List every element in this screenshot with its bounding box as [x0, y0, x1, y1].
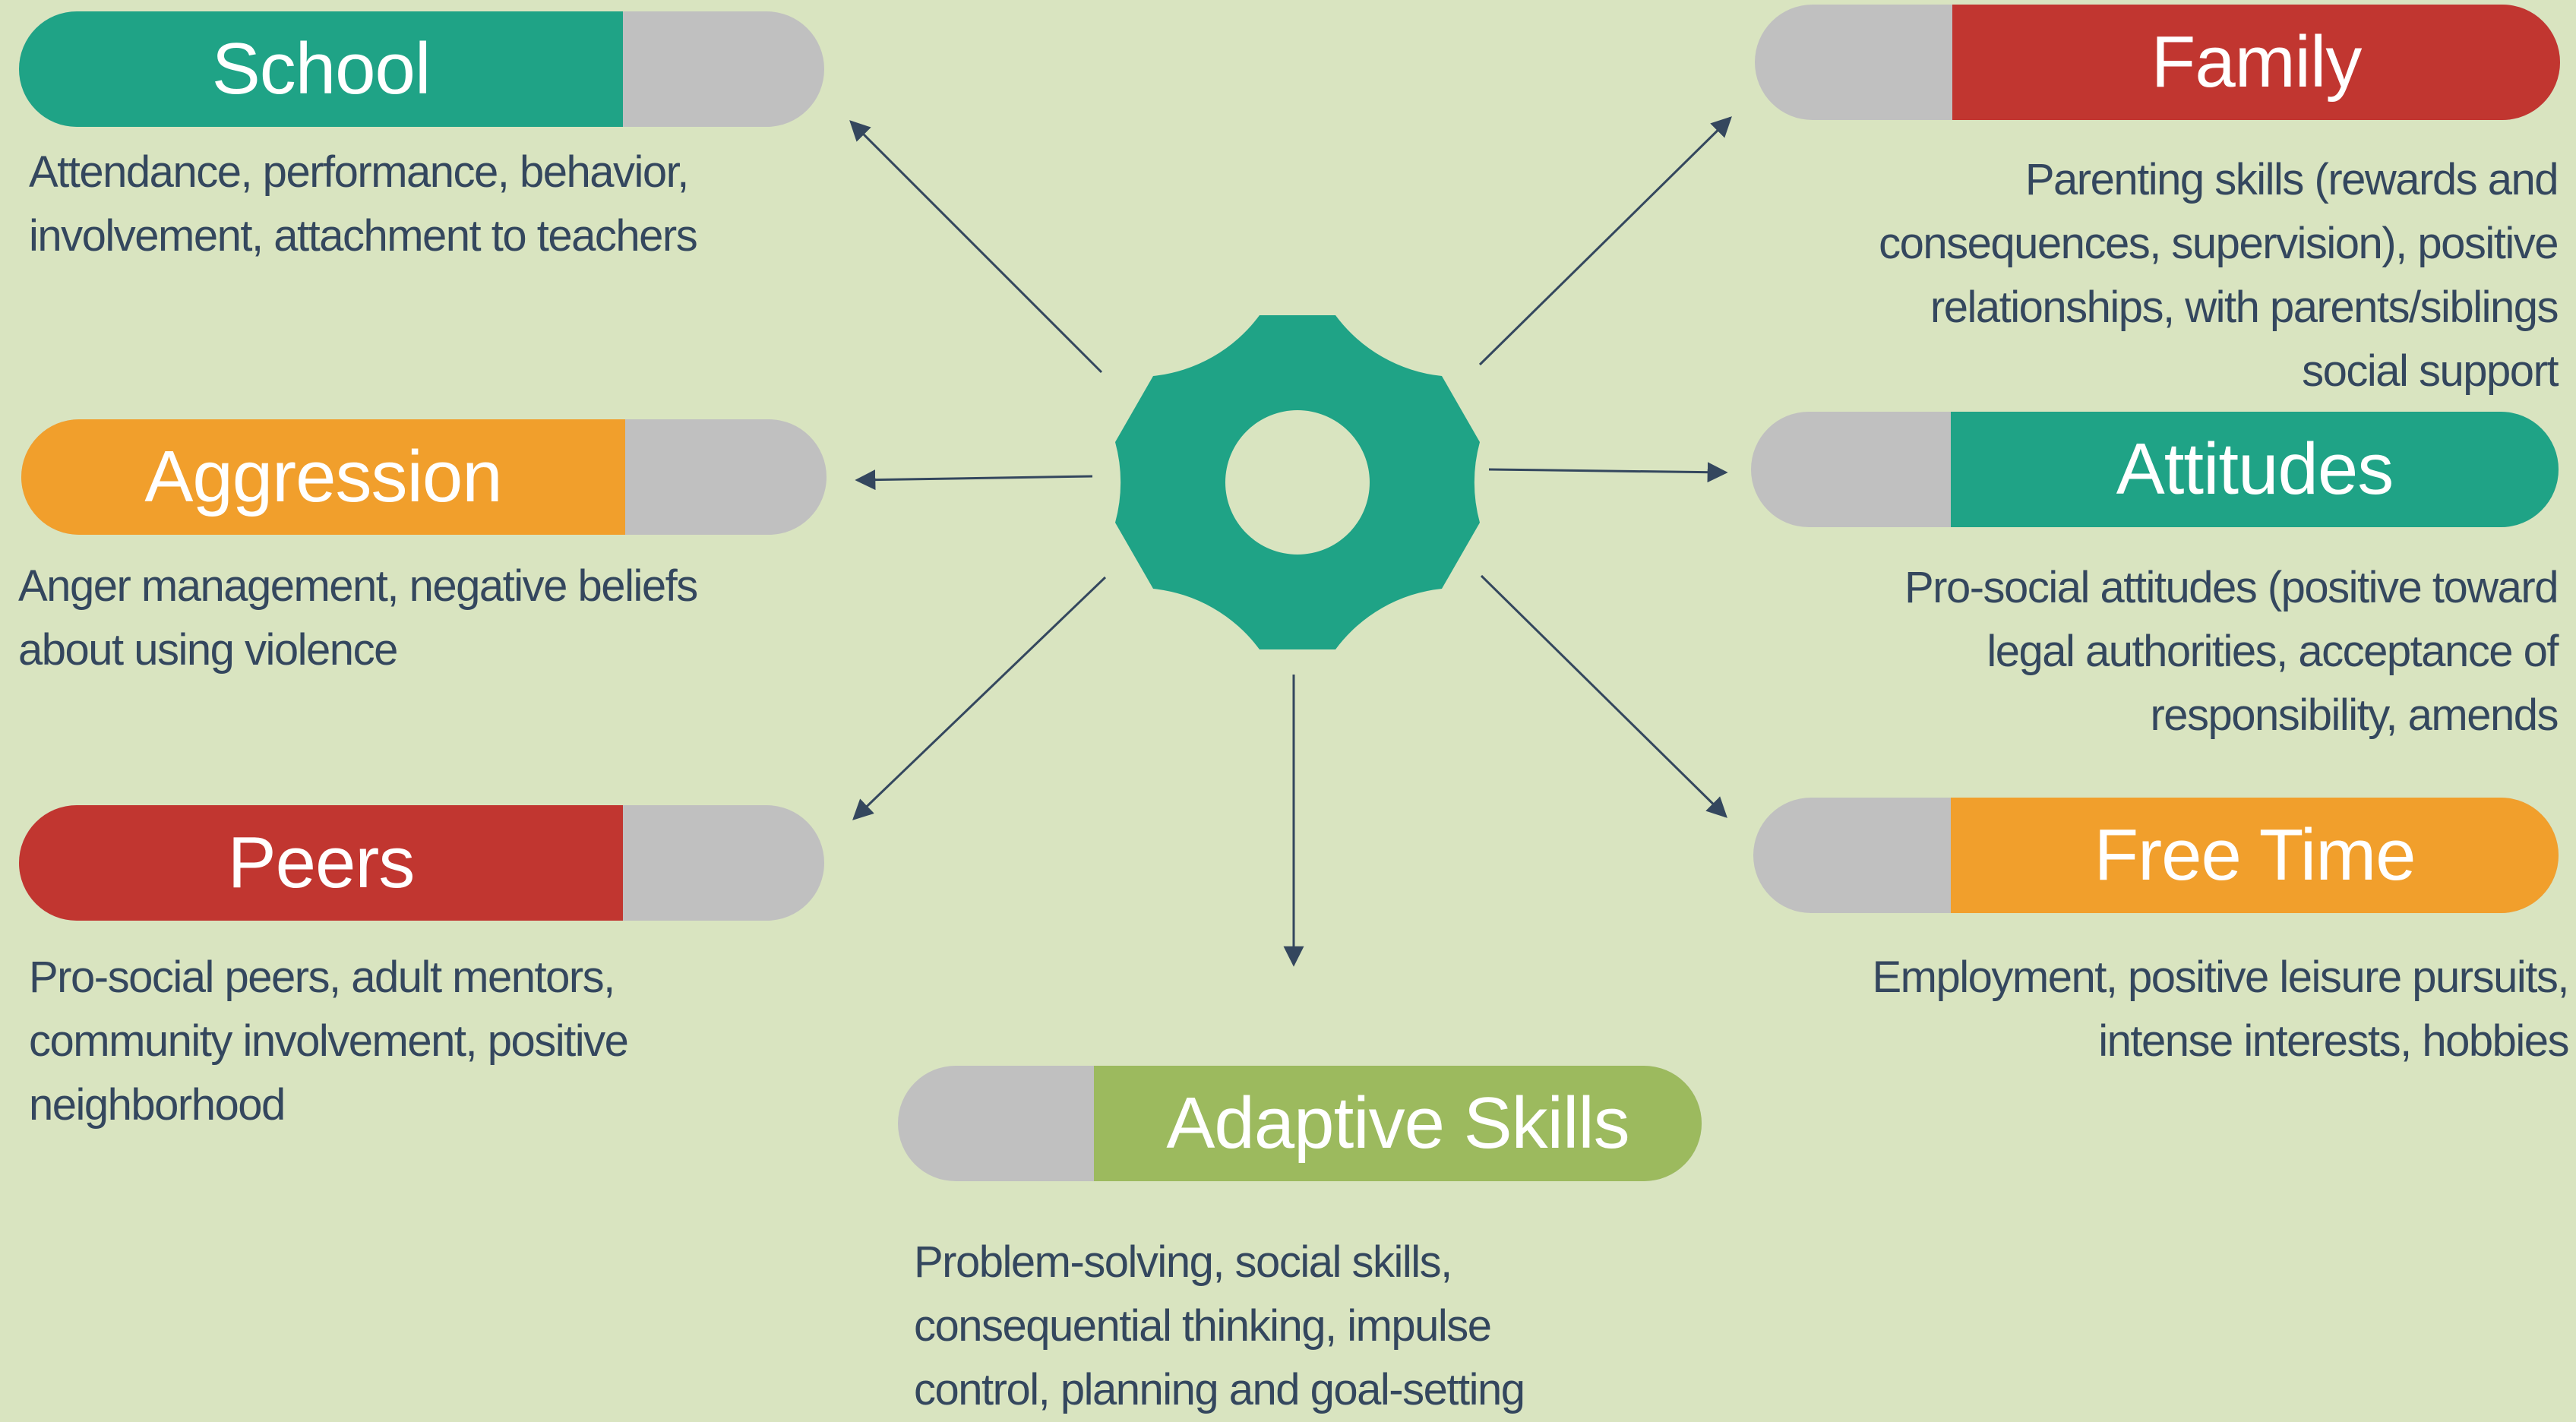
school-description: Attendance, performance, behavior, invol…	[29, 147, 698, 261]
arrow-to-free-time	[1480, 574, 1727, 818]
peers-label: Peers	[19, 805, 623, 921]
free-time-label: Free Time	[1951, 798, 2559, 913]
adaptive-skills-description: Problem-solving, social skills, conseque…	[914, 1237, 1525, 1414]
arrow-to-attitudes	[1488, 462, 1728, 483]
gear-icon	[1115, 315, 1480, 649]
family-pill: Family	[1755, 5, 2560, 120]
arrow-to-family	[1478, 116, 1732, 366]
attitudes-pill: Attitudes	[1751, 412, 2559, 527]
arrow-to-aggression	[855, 469, 1093, 491]
arrow-to-peers	[852, 576, 1107, 820]
free-time-pill: Free Time	[1753, 798, 2559, 913]
aggression-label: Aggression	[21, 419, 625, 535]
school-pill: School	[19, 11, 824, 127]
peers-pill: Peers	[19, 805, 824, 921]
peers-description: Pro-social peers, adult mentors, communi…	[29, 953, 629, 1130]
family-description: Parenting skills (rewards and consequenc…	[1879, 155, 2559, 396]
attitudes-label: Attitudes	[1951, 412, 2559, 527]
school-label: School	[19, 11, 623, 127]
attitudes-description: Pro-social attitudes (positive toward le…	[1904, 563, 2559, 740]
arrow-to-school	[849, 120, 1103, 374]
adaptive-skills-label: Adaptive Skills	[1094, 1066, 1702, 1181]
family-label: Family	[1952, 5, 2560, 120]
adaptive-skills-pill: Adaptive Skills	[898, 1066, 1702, 1181]
aggression-description: Anger management, negative beliefs about…	[18, 561, 698, 675]
free-time-description: Employment, positive leisure pursuits, i…	[1872, 953, 2569, 1066]
aggression-pill: Aggression	[21, 419, 827, 535]
